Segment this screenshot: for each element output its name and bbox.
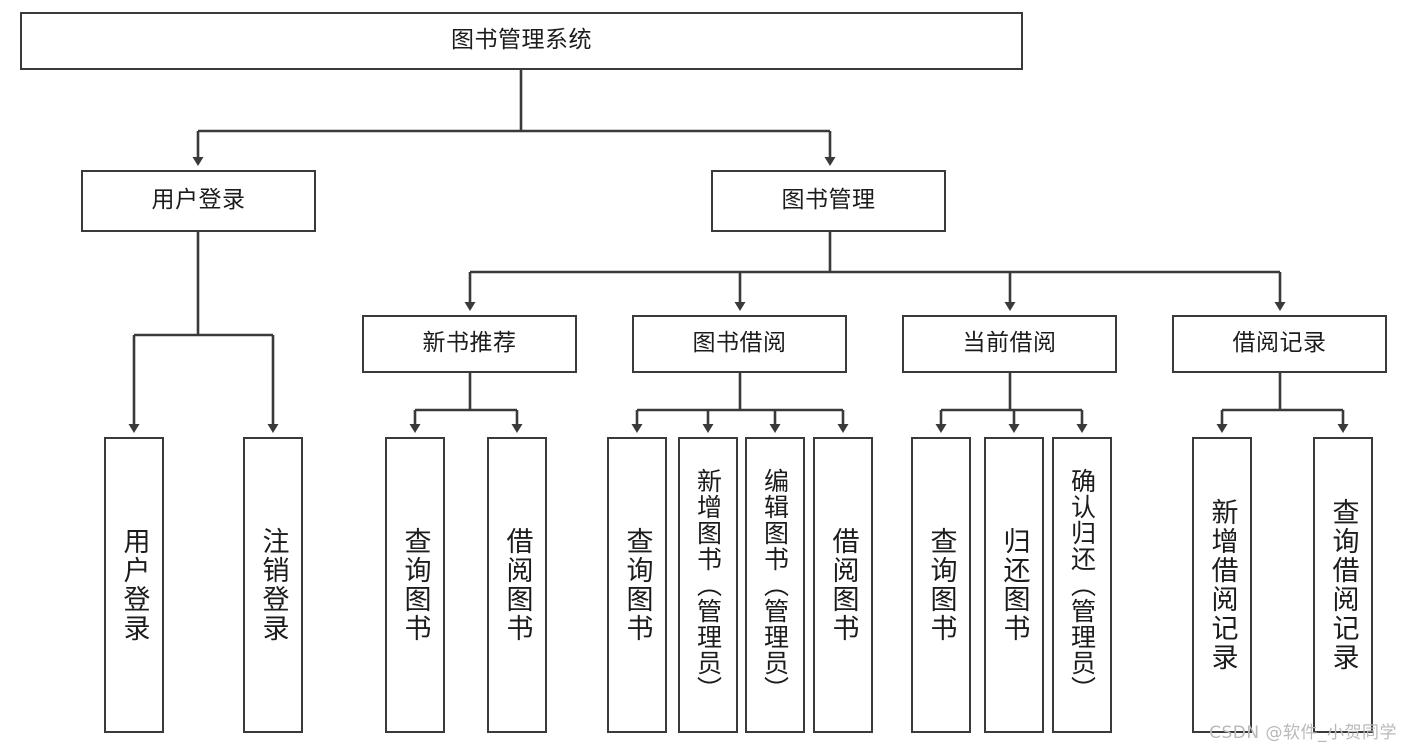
node-label: 新增借阅记录	[1206, 498, 1238, 672]
node-label: 查询图书	[621, 527, 653, 643]
node-label: 用户登录	[118, 527, 150, 643]
node-current-borrow[interactable]: 当前借阅	[902, 315, 1117, 373]
node-label: 当前借阅	[962, 330, 1057, 357]
node-label: 查询借阅记录	[1327, 498, 1359, 672]
node-new-book-recommend[interactable]: 新书推荐	[362, 315, 577, 373]
node-leaf-add-book-admin[interactable]: 新增图书（管理员）	[678, 437, 738, 733]
node-user-login[interactable]: 用户登录	[81, 170, 316, 232]
node-leaf-user-logout[interactable]: 注销登录	[243, 437, 303, 733]
node-root[interactable]: 图书管理系统	[20, 12, 1023, 70]
node-label: 借阅记录	[1232, 330, 1327, 357]
node-leaf-borrow-book-recommend[interactable]: 借阅图书	[487, 437, 547, 733]
node-label: 借阅图书	[501, 527, 533, 643]
node-leaf-query-book-borrow[interactable]: 查询图书	[607, 437, 667, 733]
node-leaf-confirm-return-admin[interactable]: 确认归还（管理员）	[1052, 437, 1112, 733]
node-book-borrow[interactable]: 图书借阅	[632, 315, 847, 373]
node-label: 图书管理系统	[451, 27, 592, 54]
node-leaf-user-login[interactable]: 用户登录	[104, 437, 164, 733]
watermark-text: CSDN @软件_小贺同学	[1209, 723, 1397, 743]
node-leaf-borrow-book[interactable]: 借阅图书	[813, 437, 873, 733]
node-leaf-query-book-current[interactable]: 查询图书	[911, 437, 971, 733]
node-label: 查询图书	[399, 527, 431, 643]
node-borrow-record[interactable]: 借阅记录	[1172, 315, 1387, 373]
node-label: 确认归还（管理员）	[1067, 468, 1097, 702]
node-leaf-query-borrow-record[interactable]: 查询借阅记录	[1313, 437, 1373, 733]
node-label: 查询图书	[925, 527, 957, 643]
node-book-manage[interactable]: 图书管理	[711, 170, 946, 232]
node-label: 新书推荐	[422, 330, 517, 357]
node-leaf-query-book-recommend[interactable]: 查询图书	[385, 437, 445, 733]
node-label: 归还图书	[998, 527, 1030, 643]
node-label: 图书借阅	[692, 330, 787, 357]
node-label: 注销登录	[257, 527, 289, 643]
node-label: 新增图书（管理员）	[693, 468, 723, 702]
node-leaf-add-borrow-record[interactable]: 新增借阅记录	[1192, 437, 1252, 733]
node-label: 用户登录	[151, 187, 246, 214]
node-label: 编辑图书（管理员）	[760, 468, 790, 702]
node-label: 借阅图书	[827, 527, 859, 643]
node-leaf-edit-book-admin[interactable]: 编辑图书（管理员）	[745, 437, 805, 733]
node-label: 图书管理	[781, 187, 876, 214]
node-leaf-return-book[interactable]: 归还图书	[984, 437, 1044, 733]
